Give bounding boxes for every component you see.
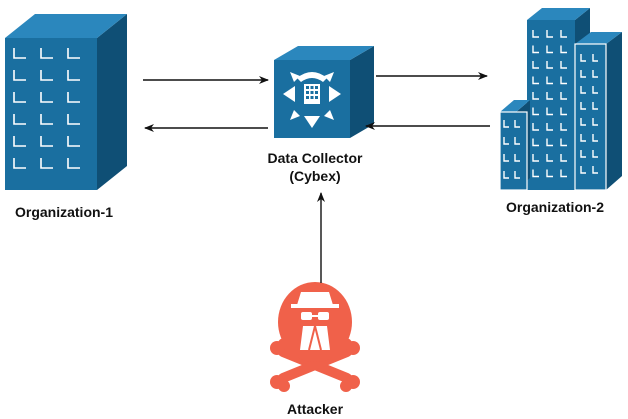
window-mark (592, 54, 598, 62)
organization-1-label: Organization-1 (14, 204, 113, 220)
window-mark (13, 114, 26, 125)
window-mark (580, 118, 586, 126)
window-mark (514, 171, 520, 179)
organization-2-label: Organization-2 (505, 199, 604, 215)
data-collector-switch-icon (274, 46, 374, 138)
window-mark (580, 166, 586, 174)
attacker-label: Attacker (286, 401, 344, 417)
connection-arrows (143, 72, 490, 283)
window-mark (67, 136, 80, 147)
window-mark (592, 102, 598, 110)
window-mark (67, 70, 80, 81)
window-mark (546, 123, 553, 131)
office-building-icon (5, 14, 127, 190)
window-mark (546, 30, 553, 38)
window-mark (560, 61, 567, 69)
window-mark (560, 138, 567, 147)
window-mark (503, 120, 509, 128)
window-mark (546, 138, 553, 147)
window-mark (580, 86, 586, 94)
window-mark (532, 61, 539, 69)
window-mark (532, 169, 539, 178)
window-mark (503, 137, 509, 145)
window-mark (67, 158, 80, 169)
window-mark (40, 158, 53, 169)
data-collector-label-line2: (Cybex) (289, 168, 341, 184)
window-mark (560, 154, 567, 162)
window-mark (13, 158, 26, 169)
window-mark (13, 70, 26, 81)
window-mark (546, 45, 553, 54)
window-mark (592, 86, 598, 94)
window-mark (67, 92, 80, 103)
window-mark (532, 45, 539, 54)
window-mark (532, 92, 539, 100)
window-mark (546, 61, 553, 69)
window-mark (40, 92, 53, 103)
window-mark (580, 70, 586, 78)
data-collector-label: Data Collector (Cybex) (250, 149, 380, 185)
window-mark (532, 123, 539, 131)
window-mark (67, 114, 80, 125)
window-mark (560, 169, 567, 178)
window-mark (503, 154, 509, 162)
window-mark (13, 48, 26, 59)
window-mark (546, 107, 553, 116)
window-mark (592, 166, 598, 174)
window-mark (592, 118, 598, 126)
window-mark (580, 134, 586, 142)
window-mark (592, 134, 598, 142)
window-mark (580, 102, 586, 110)
window-mark (560, 92, 567, 100)
window-mark (13, 92, 26, 103)
window-mark (532, 30, 539, 38)
window-mark (546, 154, 553, 162)
window-mark (532, 107, 539, 116)
window-mark (532, 76, 539, 85)
window-mark (40, 136, 53, 147)
window-mark (13, 136, 26, 147)
window-mark (40, 48, 53, 59)
window-mark (592, 70, 598, 78)
window-mark (532, 138, 539, 147)
window-mark (560, 45, 567, 54)
spy-skull-crossbones-icon (270, 282, 360, 392)
data-collector-label-line1: Data Collector (267, 150, 363, 166)
window-mark (560, 76, 567, 85)
window-mark (560, 107, 567, 116)
window-mark (546, 92, 553, 100)
window-mark (560, 123, 567, 131)
window-mark (40, 114, 53, 125)
window-mark (580, 150, 586, 158)
window-mark (40, 70, 53, 81)
window-mark (592, 150, 598, 158)
window-mark (503, 171, 509, 179)
window-mark (532, 154, 539, 162)
window-mark (560, 30, 567, 38)
window-mark (514, 154, 520, 162)
window-mark (514, 137, 520, 145)
window-mark (514, 120, 520, 128)
window-mark (546, 76, 553, 85)
office-buildings-cluster-icon (499, 8, 622, 191)
window-mark (67, 48, 80, 59)
window-mark (546, 169, 553, 178)
window-mark (580, 54, 586, 62)
